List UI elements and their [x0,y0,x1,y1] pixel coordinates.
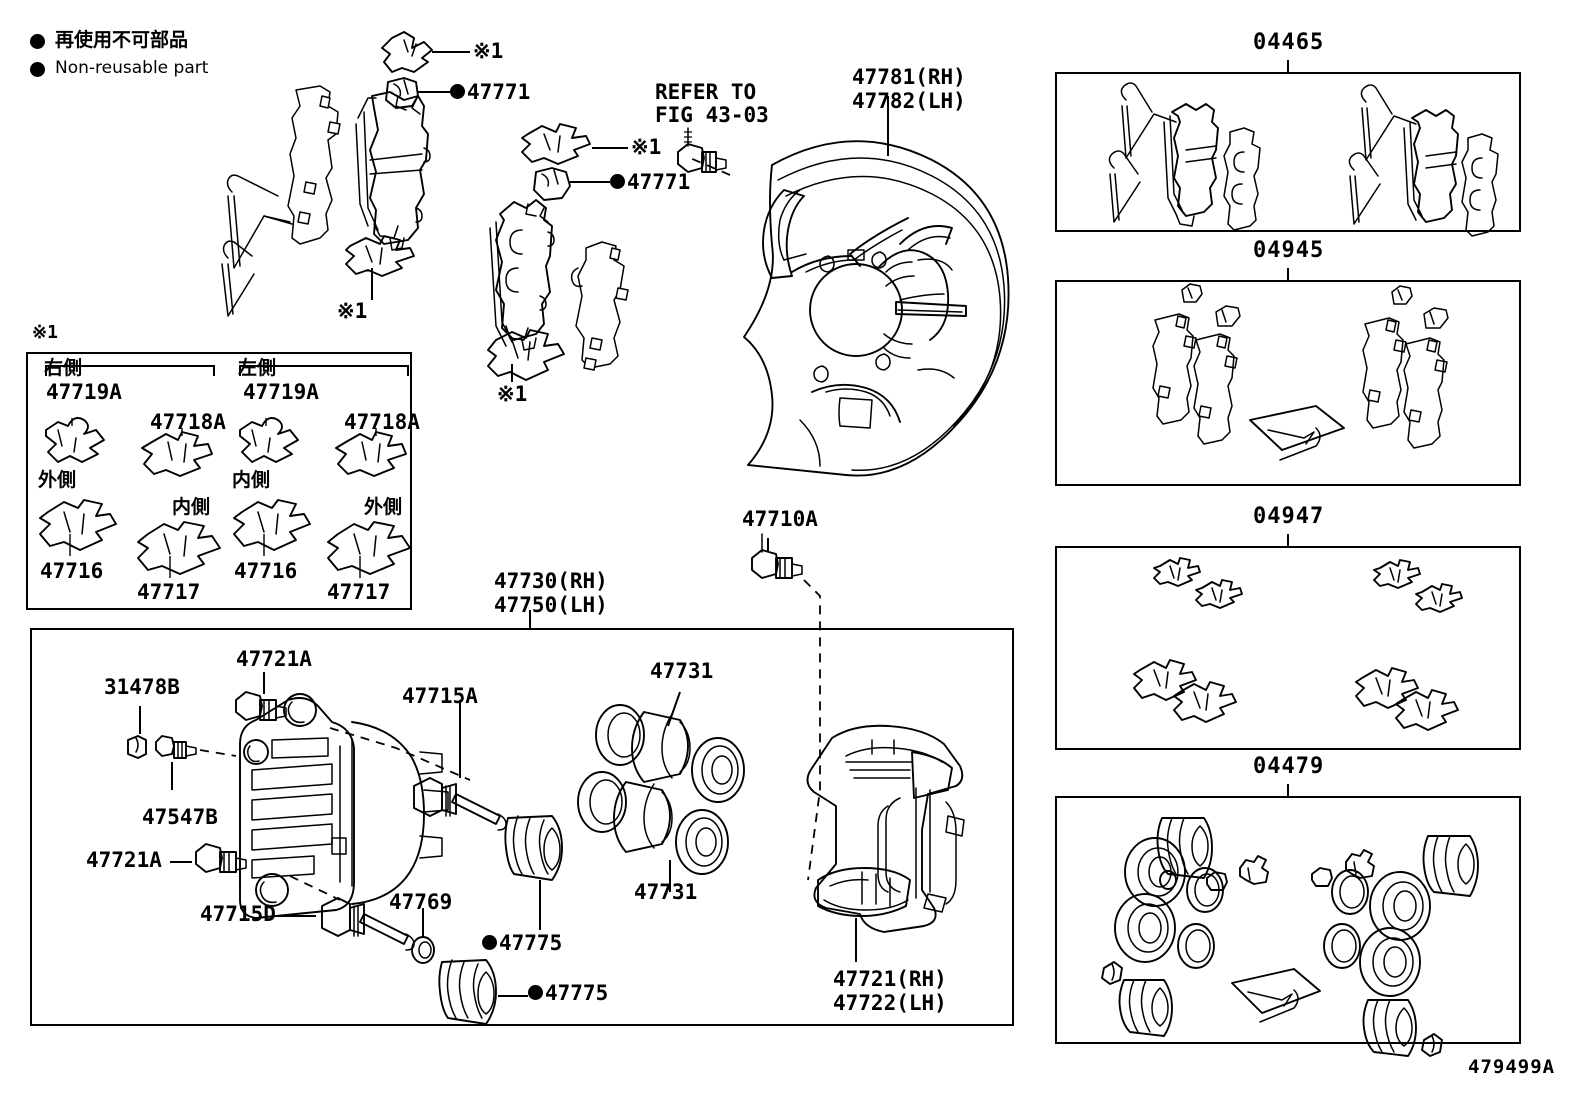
bullet-47775-a [482,935,497,950]
callout-caliper-assy: 47730(RH) 47750(LH) [494,569,608,617]
callout-bracket: 47721(RH) 47722(LH) [833,967,947,1015]
shim-left-part-47718a: 47718A [344,410,420,434]
kit-panel-04945 [1055,280,1521,486]
callout-clip-note-3: ※1 [631,135,662,159]
callout-boot-b: 47775 [545,981,609,1005]
shim-left-outer-label: 外側 [364,496,403,518]
bleeder-plug-a [385,77,419,109]
callout-bleeder-plug-a: 47771 [467,80,531,104]
callout-slide-bolt-bottom: 47721A [86,848,162,872]
callout-dust-cover: 47781(RH) 47782(LH) [852,65,966,113]
caliper-assembly-box [30,628,1014,1026]
callout-boot-a: 47775 [499,931,563,955]
shim-table-left-heading: 左側 [238,357,277,379]
callout-clip-note-2: ※1 [337,299,368,323]
pad-clip-mid-upper [521,123,591,165]
dash-union-bolt-to-cover [689,157,731,176]
refer-to-line-2: FIG 43-03 [655,103,769,127]
callout-clip-note-4: ※1 [497,382,528,406]
shim-right-part-47717: 47717 [137,580,201,604]
pad-clip-upper [381,31,433,73]
union-bolt-lower [751,533,803,579]
pad-clip-lower [345,235,415,277]
kit-panel-04947 [1055,546,1521,750]
bullet-47775-b [528,985,543,1000]
shim-right-part-47719a: 47719A [46,380,122,404]
union-bolt-top [677,127,727,173]
callout-bleeder-cap: 31478B [104,675,180,699]
callout-slide-pin-d: 47715D [200,902,276,926]
shim-left-part-47717: 47717 [327,580,391,604]
callout-slide-pin-a: 47715A [402,684,478,708]
callout-bleeder-plug-b: 47771 [627,170,691,194]
shim-table-right-heading: 右側 [44,357,83,379]
bullet-47771-a [450,84,465,99]
wire-spring-upper [226,174,293,269]
kit-panel-04479 [1055,796,1521,1044]
pad-clip-mid-lower [487,329,565,381]
callout-slide-bolt-top: 47721A [236,647,312,671]
legend-text-jp: 再使用不可部品 [55,29,189,51]
shim-right-outer-label: 外側 [38,469,77,491]
callout-pin-boot-ring: 47769 [389,890,453,914]
refer-to-line-1: REFER TO [655,80,757,104]
kit-label-04945: 04945 [1253,238,1325,263]
kit-label-04479: 04479 [1253,754,1325,779]
shim-right-inner-label: 内側 [172,496,211,518]
shim-right-part-47718a: 47718A [150,410,226,434]
legend-bullet-jp [30,34,45,49]
kit-label-04947: 04947 [1253,504,1325,529]
shim-left-inner-label: 内側 [232,469,271,491]
callout-clip-note-1: ※1 [473,39,504,63]
wire-spring-lower [221,240,255,317]
callout-union-bolt: 47710A [742,507,818,531]
shim-left-part-47719a: 47719A [243,380,319,404]
brake-pad-outer-left [287,85,341,245]
shim-right-part-47716: 47716 [40,559,104,583]
legend-bullet-en [30,62,45,77]
figure-id: 479499A [1468,1056,1556,1078]
legend-text-en: Non-reusable part [55,58,209,78]
shim-table-box [26,352,412,610]
callout-piston-a: 47731 [650,659,714,683]
shim-left-part-47716: 47716 [234,559,298,583]
brake-pad-inner-left [355,91,431,251]
kit-panel-04465 [1055,72,1521,232]
bleeder-plug-b [533,167,571,201]
bullet-47771-b [610,174,625,189]
brake-pad-center [489,199,555,351]
callout-piston-b: 47731 [634,880,698,904]
disc-dust-cover [743,140,1010,477]
brake-pad-center-backing [570,241,629,371]
kit-label-04465: 04465 [1253,30,1325,55]
shim-table-note: ※1 [32,322,58,343]
callout-bleeder-screw: 47547B [142,805,218,829]
